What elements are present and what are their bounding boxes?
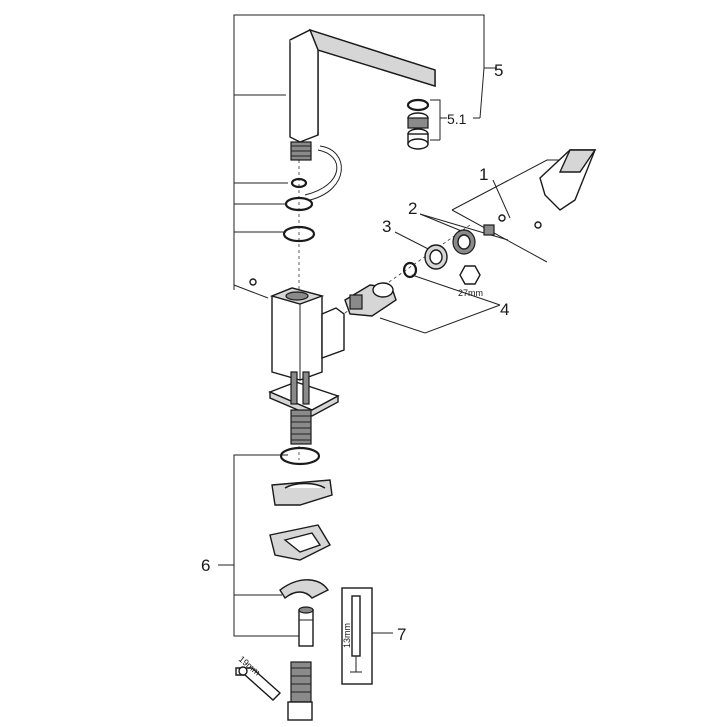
callout-4: 4 bbox=[500, 300, 509, 319]
callout-2: 2 bbox=[408, 199, 417, 218]
supply-hoses bbox=[287, 661, 313, 721]
tool-key bbox=[341, 587, 373, 685]
mounting-set bbox=[269, 446, 333, 647]
cartridge bbox=[344, 261, 418, 317]
annotation-27mm: 27mm bbox=[458, 288, 483, 298]
annotation-13mm: 13mm bbox=[342, 623, 352, 648]
callout-5: 5 bbox=[494, 61, 503, 80]
callout-6: 6 bbox=[201, 556, 210, 575]
lever-handle bbox=[483, 149, 597, 236]
leader-lines bbox=[218, 14, 560, 637]
spout bbox=[289, 28, 436, 201]
spout-o-rings bbox=[249, 177, 316, 286]
mixer-body bbox=[268, 287, 345, 445]
cartridge-nut bbox=[424, 229, 481, 285]
callout-5-1: 5.1 bbox=[447, 111, 467, 127]
aerator bbox=[406, 98, 430, 150]
callout-1: 1 bbox=[479, 165, 488, 184]
callout-3: 3 bbox=[382, 217, 391, 236]
callout-7: 7 bbox=[397, 625, 406, 644]
wrench-19mm bbox=[235, 666, 282, 701]
